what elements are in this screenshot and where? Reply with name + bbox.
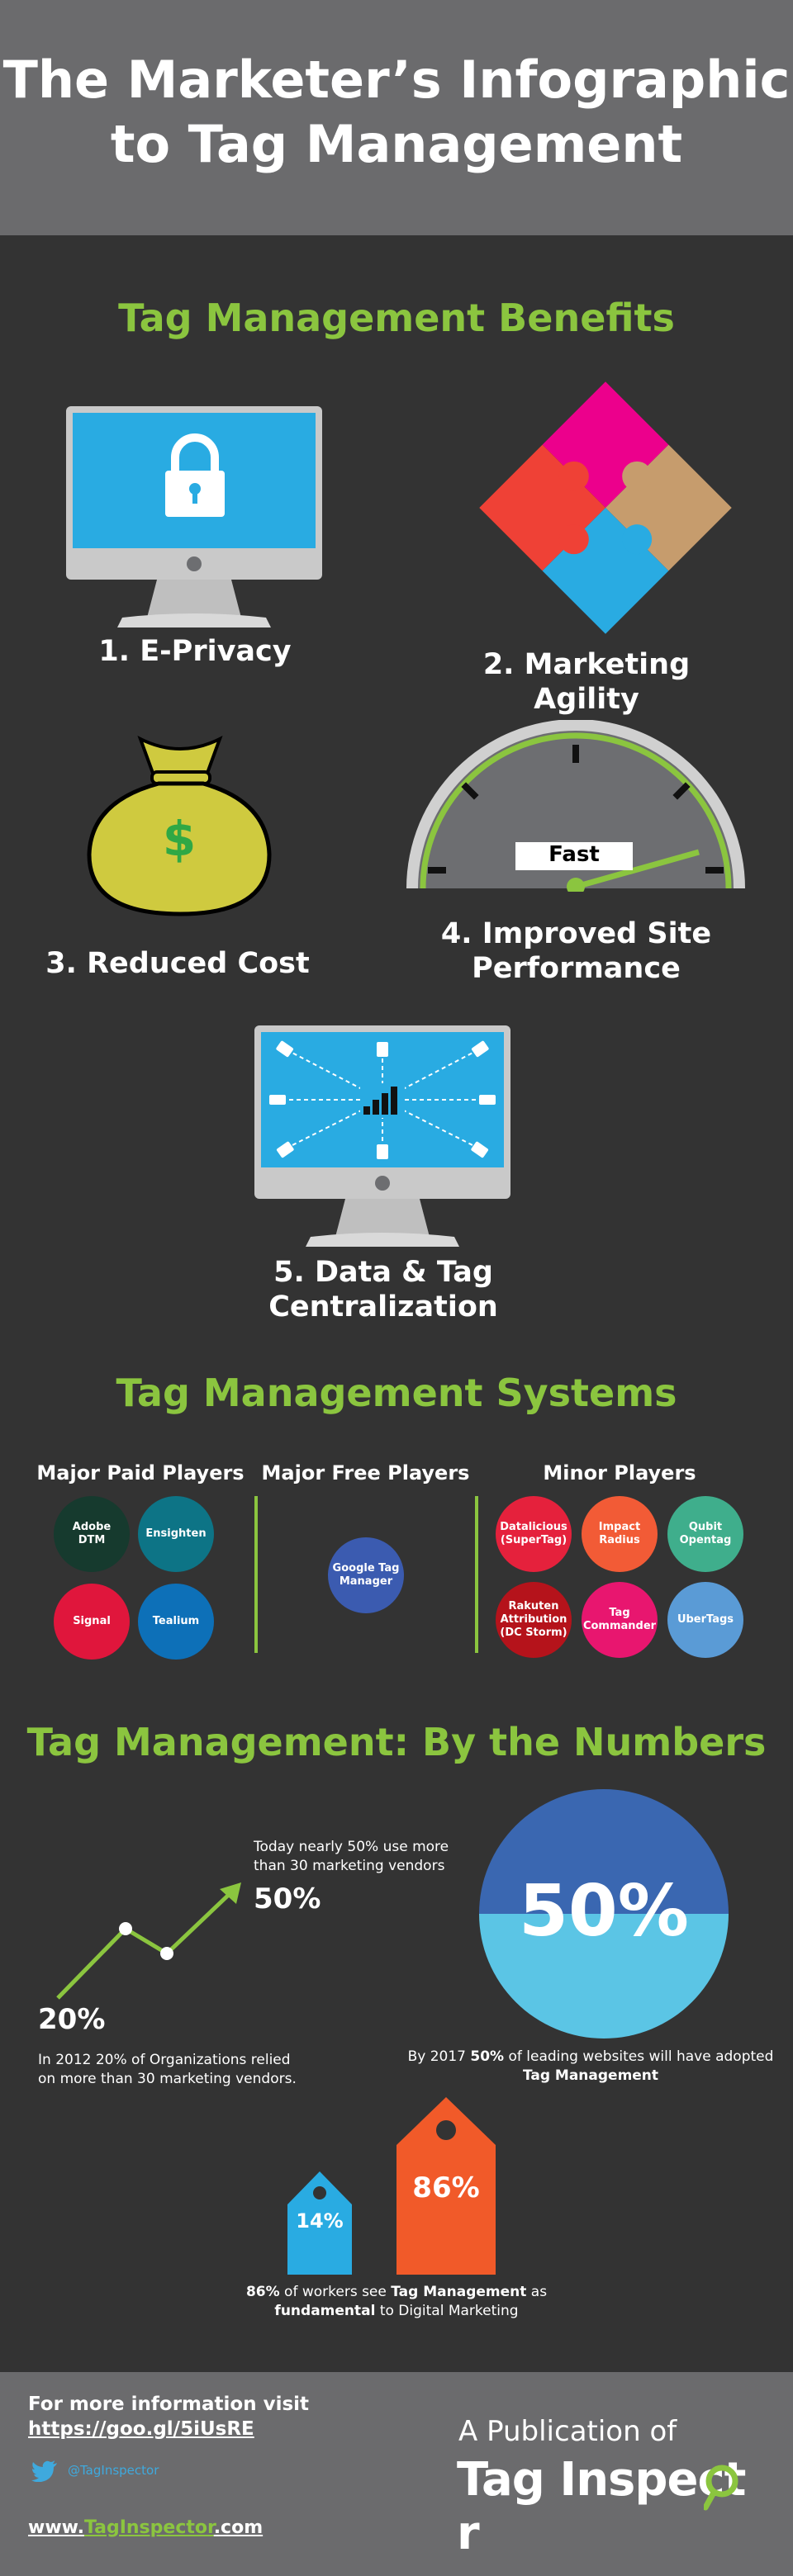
page-title: The Marketer’s Infographic to Tag Manage… <box>2 50 791 174</box>
paid-players-heading: Major Paid Players <box>36 1461 245 1485</box>
footer: For more information visit https://goo.g… <box>0 2372 793 2576</box>
free-players-heading: Major Free Players <box>261 1461 470 1485</box>
benefit-label-site-performance: 4. Improved Site Performance <box>440 917 712 985</box>
tag-small-icon <box>287 2171 352 2275</box>
footer-info: For more information visit https://goo.g… <box>28 2394 310 2440</box>
puzzle-icon <box>479 381 732 634</box>
minor-players-heading: Minor Players <box>543 1461 696 1485</box>
player-ubertags: UberTags <box>667 1582 743 1658</box>
benefits-title: Tag Management Benefits <box>118 296 675 340</box>
numbers-title: Tag Management: By the Numbers <box>26 1720 767 1764</box>
benefit-label-reduced-cost: 3. Reduced Cost <box>45 947 310 980</box>
player-signal: Signal <box>54 1584 130 1660</box>
info-link[interactable]: https://goo.gl/5iUsRE <box>28 2418 254 2440</box>
column-divider <box>254 1496 258 1653</box>
line-chart-start-value: 20% <box>38 2003 106 2036</box>
magnifier-logo-icon <box>704 2465 738 2511</box>
tag-large-icon <box>396 2097 496 2275</box>
twitter-bird-icon[interactable] <box>31 2460 58 2482</box>
benefit-label-centralization: 5. Data & Tag Centralization <box>268 1256 498 1324</box>
publication-label: A Publication of <box>458 2415 677 2448</box>
adoption-text: By 2017 50% of leading websites will hav… <box>407 2048 774 2084</box>
line-chart-end-value: 50% <box>254 1882 321 1915</box>
tag-large-value: 86% <box>412 2171 480 2204</box>
monitor-tags-icon <box>254 1025 510 1247</box>
systems-title: Tag Management Systems <box>116 1371 677 1415</box>
trend-line-chart <box>56 1882 241 2000</box>
dollar-icon: $ <box>162 811 197 867</box>
brand-logo: Tag Inspectr <box>457 2453 746 2560</box>
tag-small-value: 14% <box>296 2209 344 2233</box>
benefit-label-e-privacy: 1. E-Privacy <box>98 635 292 668</box>
speedometer-icon <box>406 720 745 892</box>
twitter-handle[interactable]: @TagInspector <box>68 2463 159 2478</box>
gauge-fast-label: Fast <box>548 842 600 867</box>
monitor-lock-icon <box>66 406 322 627</box>
adoption-value: 50% <box>519 1870 689 1953</box>
player-tealium: Tealium <box>138 1584 214 1660</box>
column-divider <box>475 1496 478 1653</box>
benefit-label-marketing-agility: 2. Marketing Agility <box>482 648 691 716</box>
player-datalicious: Datalicious(SuperTag) <box>496 1496 572 1572</box>
adoption-pie-circle <box>479 1789 729 2039</box>
header-banner: The Marketer’s Infographic to Tag Manage… <box>0 0 793 235</box>
money-bag-icon <box>87 735 272 916</box>
player-ensighten: Ensighten <box>138 1496 214 1572</box>
website-link[interactable]: www.TagInspector.com <box>28 2517 264 2538</box>
